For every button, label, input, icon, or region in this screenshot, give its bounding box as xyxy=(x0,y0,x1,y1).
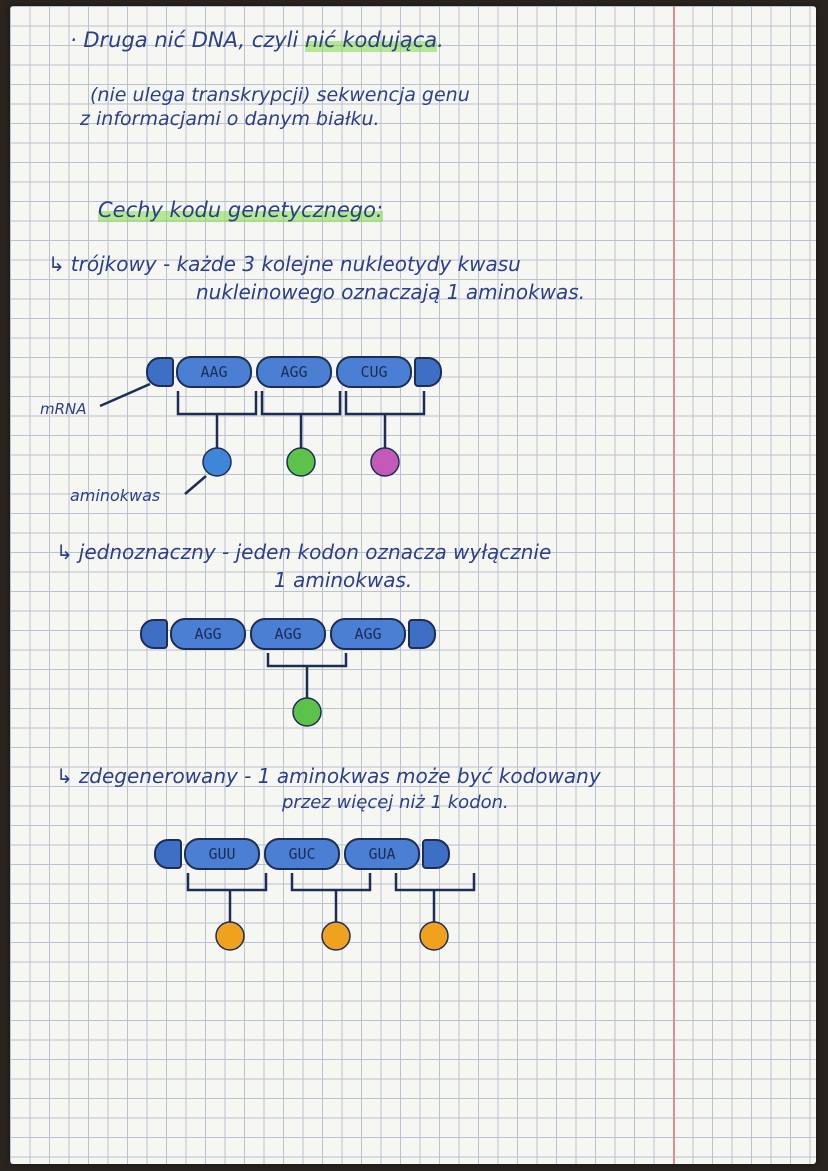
intro-line-3: z informacjami o danym białku. xyxy=(80,108,380,130)
amino-acid-circle xyxy=(321,921,351,951)
feature-2-text: jednoznaczny - jeden kodon oznacza wyłąc… xyxy=(78,540,552,564)
arrow-icon: ↳ xyxy=(48,252,65,276)
amino-acid-circle xyxy=(202,447,232,477)
mrna-strand-1: AAG AGG CUG xyxy=(146,356,442,388)
codon: AGG xyxy=(250,618,326,650)
feature-1-line-1: ↳trójkowy - każde 3 kolejne nukleotydy k… xyxy=(48,252,521,276)
bracket-2 xyxy=(260,391,342,456)
feature-1-text: trójkowy - każde 3 kolejne nukleotydy kw… xyxy=(70,252,521,276)
amino-acid-circle xyxy=(286,447,316,477)
codon: AGG xyxy=(256,356,332,388)
feature-3-text: zdegenerowany - 1 aminokwas może być kod… xyxy=(78,764,601,788)
aminoacid-label: aminokwas xyxy=(70,486,161,505)
amino-acid-circle xyxy=(419,921,449,951)
notebook-page: · Druga nić DNA, czyli nić kodująca. (ni… xyxy=(10,6,816,1164)
codon: AAG xyxy=(176,356,252,388)
intro-prefix: · Druga nić DNA, czyli xyxy=(70,28,306,52)
strand-cap-left xyxy=(154,839,182,869)
strand-cap-right xyxy=(408,619,436,649)
intro-line-2: (nie ulega transkrypcji) sekwencja genu xyxy=(90,84,470,106)
amino-acid-circle xyxy=(215,921,245,951)
amino-acids xyxy=(202,447,449,951)
codon: GUC xyxy=(264,838,340,870)
strand-cap-right xyxy=(422,839,450,869)
mrna-label: mRNA xyxy=(40,400,87,418)
diagram-overlay xyxy=(99,382,476,951)
bracket-6 xyxy=(290,873,372,930)
intro-suffix: . xyxy=(437,28,444,52)
codon: GUU xyxy=(184,838,260,870)
bracket-5 xyxy=(186,873,268,930)
feature-3-line-1: ↳zdegenerowany - 1 aminokwas może być ko… xyxy=(56,764,601,788)
section-title-text: Cechy kodu genetycznego: xyxy=(98,198,384,222)
bracket-3 xyxy=(344,391,426,456)
section-title: Cechy kodu genetycznego: xyxy=(98,198,384,222)
amino-acid-circle xyxy=(370,447,400,477)
feature-3-line-2: przez więcej niż 1 kodon. xyxy=(282,792,509,813)
mrna-pointer-line xyxy=(99,382,151,408)
intro-highlight: nić kodująca xyxy=(305,28,438,52)
mrna-strand-3: GUU GUC GUA xyxy=(154,838,450,870)
strand-cap-right xyxy=(414,357,442,387)
arrow-icon: ↳ xyxy=(56,764,73,788)
codon: AGG xyxy=(330,618,406,650)
strand-cap-left xyxy=(140,619,168,649)
codon: CUG xyxy=(336,356,412,388)
feature-2-line-2: 1 aminokwas. xyxy=(274,568,413,592)
bracket-1 xyxy=(176,391,258,456)
mrna-strand-2: AGG AGG AGG xyxy=(140,618,436,650)
codon: AGG xyxy=(170,618,246,650)
margin-line xyxy=(673,6,675,1164)
feature-2-line-1: ↳jednoznaczny - jeden kodon oznacza wyłą… xyxy=(56,540,551,564)
aminoacid-pointer-line xyxy=(184,475,207,495)
codon: GUA xyxy=(344,838,420,870)
amino-acid-circle xyxy=(292,697,322,727)
arrow-icon: ↳ xyxy=(56,540,73,564)
strand-cap-left xyxy=(146,357,174,387)
feature-1-line-2: nukleinowego oznaczają 1 aminokwas. xyxy=(196,280,586,304)
intro-line-1: · Druga nić DNA, czyli nić kodująca. xyxy=(70,28,444,52)
